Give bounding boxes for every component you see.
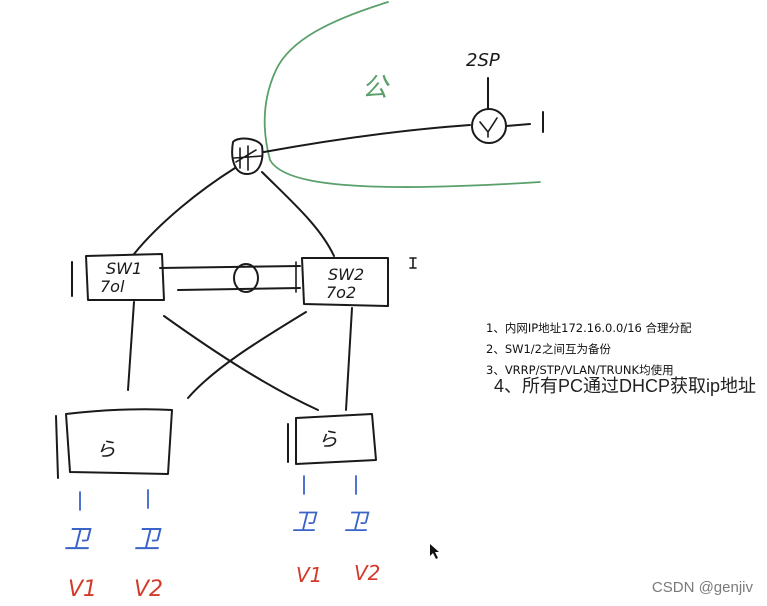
vlan-label-right-v1: V1	[296, 563, 322, 587]
pc-right-v2-glyph: 卫	[344, 508, 370, 536]
access-switch-left-box	[65, 408, 173, 475]
trunk-bundle-icon	[233, 263, 259, 293]
sw1-switch: SW1 7ol	[71, 253, 165, 301]
watermark: CSDN @genjiv	[651, 579, 753, 596]
link-sw1-access-left	[127, 301, 135, 391]
vlan-label-left-v2: V2	[134, 577, 163, 602]
sw1-label-top: SW1	[106, 259, 142, 278]
inter-switch-trunk	[159, 261, 301, 293]
access-switch-left: ら	[55, 408, 173, 479]
access-switch-right-box	[295, 413, 377, 465]
mouse-pointer-icon	[430, 544, 439, 559]
vlan-label-left-v1: V1	[68, 577, 97, 602]
isp-router: 2SP	[466, 50, 544, 144]
isp-router-icon	[471, 108, 507, 144]
vlan-label-right-v2: V2	[354, 561, 380, 585]
pc-left-v1-glyph: 卫	[64, 525, 92, 555]
link-sw2-access-left	[187, 311, 307, 399]
access-switch-right: ら	[287, 413, 377, 465]
requirement-3: 3、VRRP/STP/VLAN/TRUNK均使用	[486, 363, 674, 377]
sw2-switch: SW2 7o2	[301, 257, 389, 307]
pc-left-v2: 卫	[134, 489, 162, 555]
sw1-label-bottom: 7ol	[100, 277, 125, 296]
requirements-list: 1、内网IP地址172.16.0.0/16 合理分配 2、SW1/2之间互为备份…	[486, 318, 692, 381]
zone-label: 公	[362, 73, 390, 103]
sw1-box	[85, 253, 165, 301]
pc-left-v1: 卫	[64, 491, 92, 555]
pc-right-v1-glyph: 卫	[292, 508, 318, 536]
sw2-label-top: SW2	[328, 265, 364, 284]
sw2-box	[301, 257, 389, 307]
link-core-sw2	[261, 171, 335, 257]
link-core-sw1	[133, 167, 236, 255]
requirement-2: 2、SW1/2之间互为备份	[486, 342, 611, 356]
access-left-glyph: ら	[96, 437, 116, 461]
requirement-4: 4、所有PC通过DHCP获取ip地址	[494, 376, 757, 396]
core-router-icon	[231, 137, 264, 175]
access-right-glyph: ら	[318, 427, 338, 451]
pc-right-v1: 卫	[292, 475, 318, 536]
link-sw2-access-right	[345, 307, 353, 411]
pc-left-v2-glyph: 卫	[134, 525, 162, 555]
link-core-isp	[263, 124, 471, 153]
internet-cloud-boundary	[263, 1, 541, 188]
core-router	[231, 137, 264, 175]
text-cursor-icon	[409, 257, 417, 269]
link-sw1-access-right	[163, 315, 319, 411]
sw2-label-bottom: 7o2	[326, 283, 356, 302]
pc-right-v2: 卫	[344, 475, 370, 536]
isp-label: 2SP	[466, 50, 500, 71]
requirement-1: 1、内网IP地址172.16.0.0/16 合理分配	[486, 321, 692, 335]
